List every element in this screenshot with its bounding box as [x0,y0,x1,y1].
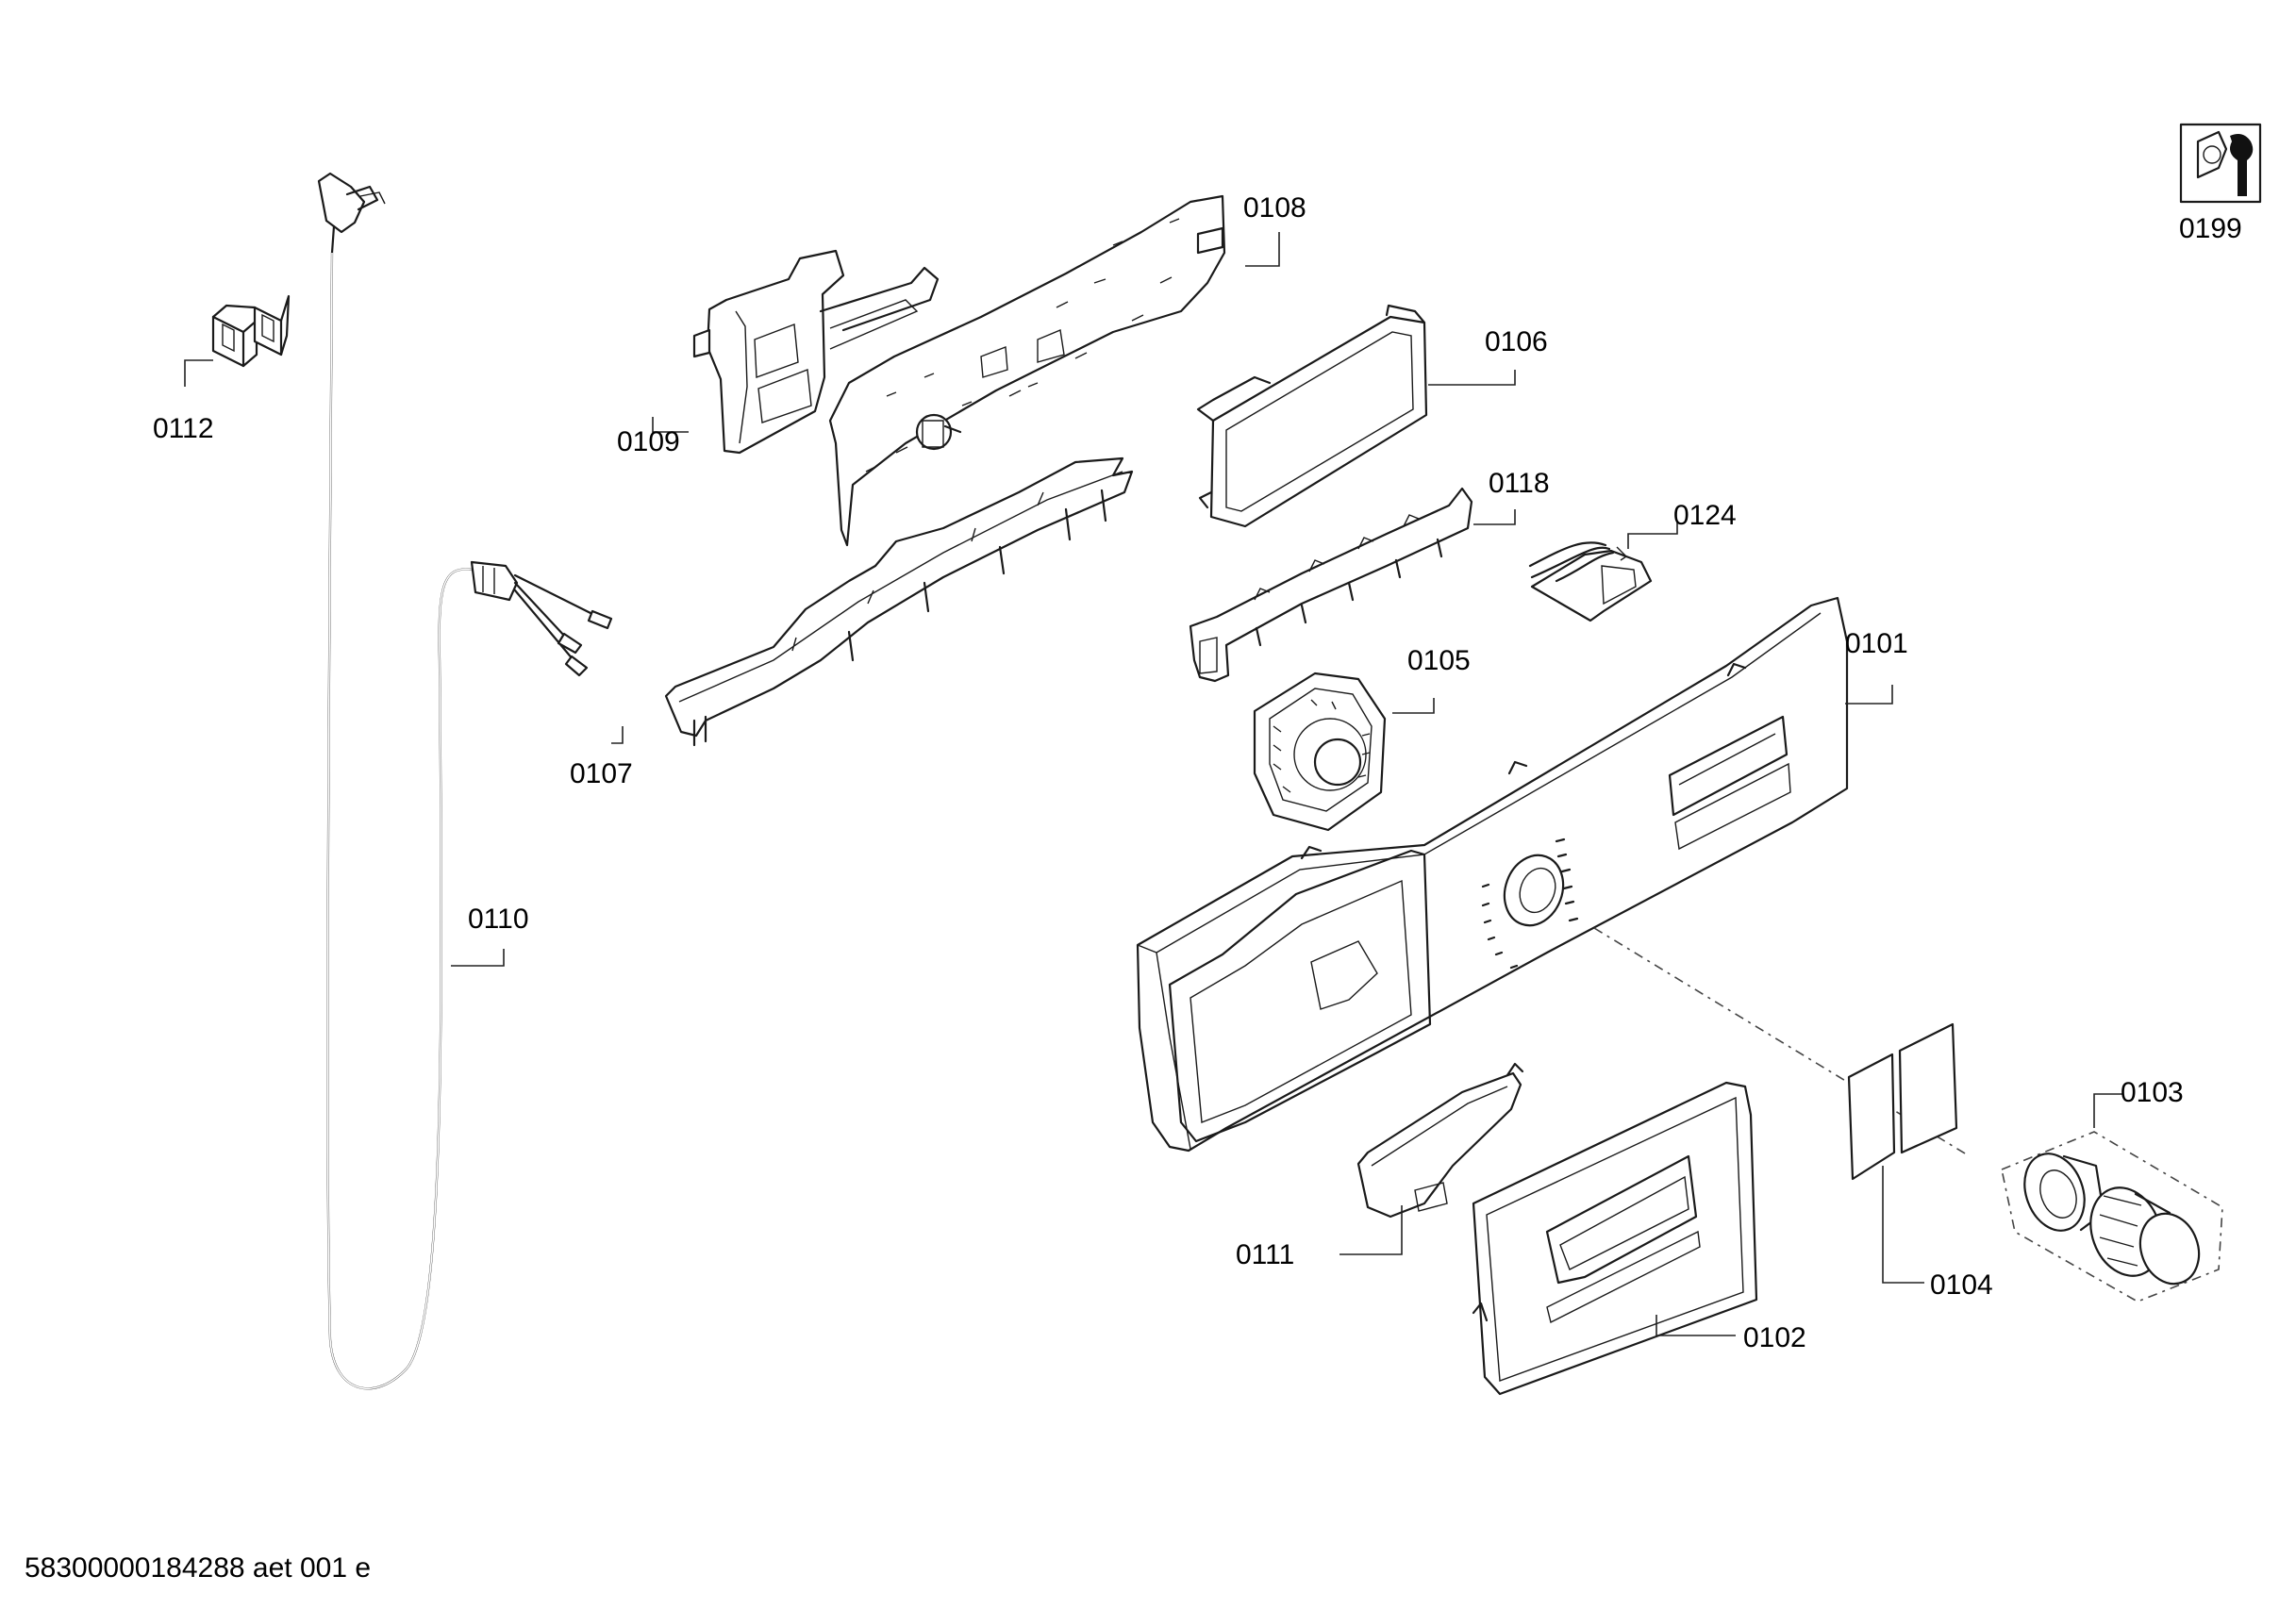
part-0103-knob-set [2001,1131,2223,1302]
part-0107-light-guide [664,456,1134,747]
label-0199: 0199 [2179,213,2242,244]
label-0109: 0109 [617,426,680,457]
label-0103: 0103 [2121,1077,2184,1108]
part-0118-rail [1189,487,1473,683]
label-0118: 0118 [1489,468,1550,499]
document-reference: 58300000184288 aet 001 e [25,1552,372,1584]
leader-lines [184,232,2122,1336]
label-0110: 0110 [468,904,529,935]
part-0101-fascia-panel [1136,596,1849,1153]
label-0124: 0124 [1673,500,1737,531]
part-0109-bracket [692,249,940,455]
label-0111: 0111 [1236,1239,1294,1270]
part-0106-display-frame [1196,304,1428,528]
label-0105: 0105 [1407,645,1471,676]
part-0110-power-cable [317,172,613,1390]
part-0102-drawer-front [1472,1081,1758,1396]
label-0106: 0106 [1485,326,1548,357]
part-0124-sensor [1528,541,1653,622]
tools-icon [2179,123,2262,204]
label-0102: 0102 [1743,1322,1806,1353]
label-0112: 0112 [153,413,214,444]
label-0101: 0101 [1845,628,1908,659]
part-0108-control-board [828,194,1226,547]
part-labels: 0199 0112 0108 0109 0106 0118 0124 0105 … [153,192,2242,1353]
part-0112-clips [211,294,291,368]
label-0108: 0108 [1243,192,1306,224]
label-0107: 0107 [570,758,633,789]
label-0104: 0104 [1930,1269,1993,1301]
part-0111-drawer-insert [1356,1062,1524,1219]
part-0105-program-selector [1253,672,1387,832]
assembly-axis-line [1593,927,1971,1157]
part-0104-foil [1847,1022,1958,1181]
